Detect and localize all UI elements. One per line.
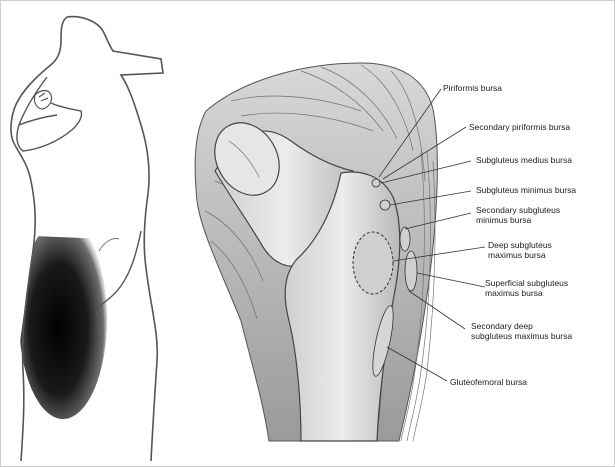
subgluteus-minimus-bursa — [380, 200, 390, 210]
superficial-subgluteus-maximus-bursa — [405, 251, 417, 291]
label-deep-subgluteus-maximus-bursa: Deep subgluteus maximus bursa — [488, 240, 552, 260]
label-subgluteus-minimus-bursa: Subgluteus minimus bursa — [476, 185, 576, 195]
label-subgluteus-medius-bursa: Subgluteus medius bursa — [476, 155, 572, 165]
label-secondary-subgluteus-minimus-bursa: Secondary subgluteus minimus bursa — [476, 205, 560, 225]
label-gluteofemoral-bursa: Gluteofemoral bursa — [450, 377, 527, 387]
secondary-subgluteus-minimus-bursa — [400, 227, 410, 251]
subgluteus-medius-bursa — [372, 179, 380, 187]
label-superficial-subgluteus-maximus-bursa: Superficial subgluteus maximus bursa — [485, 278, 568, 298]
label-secondary-deep-subgluteus-maximus-bursa: Secondary deep subgluteus maximus bursa — [471, 321, 572, 341]
label-piriformis-bursa: Piriformis bursa — [443, 83, 502, 93]
label-secondary-piriformis-bursa: Secondary piriformis bursa — [469, 122, 570, 132]
deep-subgluteus-maximus-bursa — [353, 232, 393, 294]
